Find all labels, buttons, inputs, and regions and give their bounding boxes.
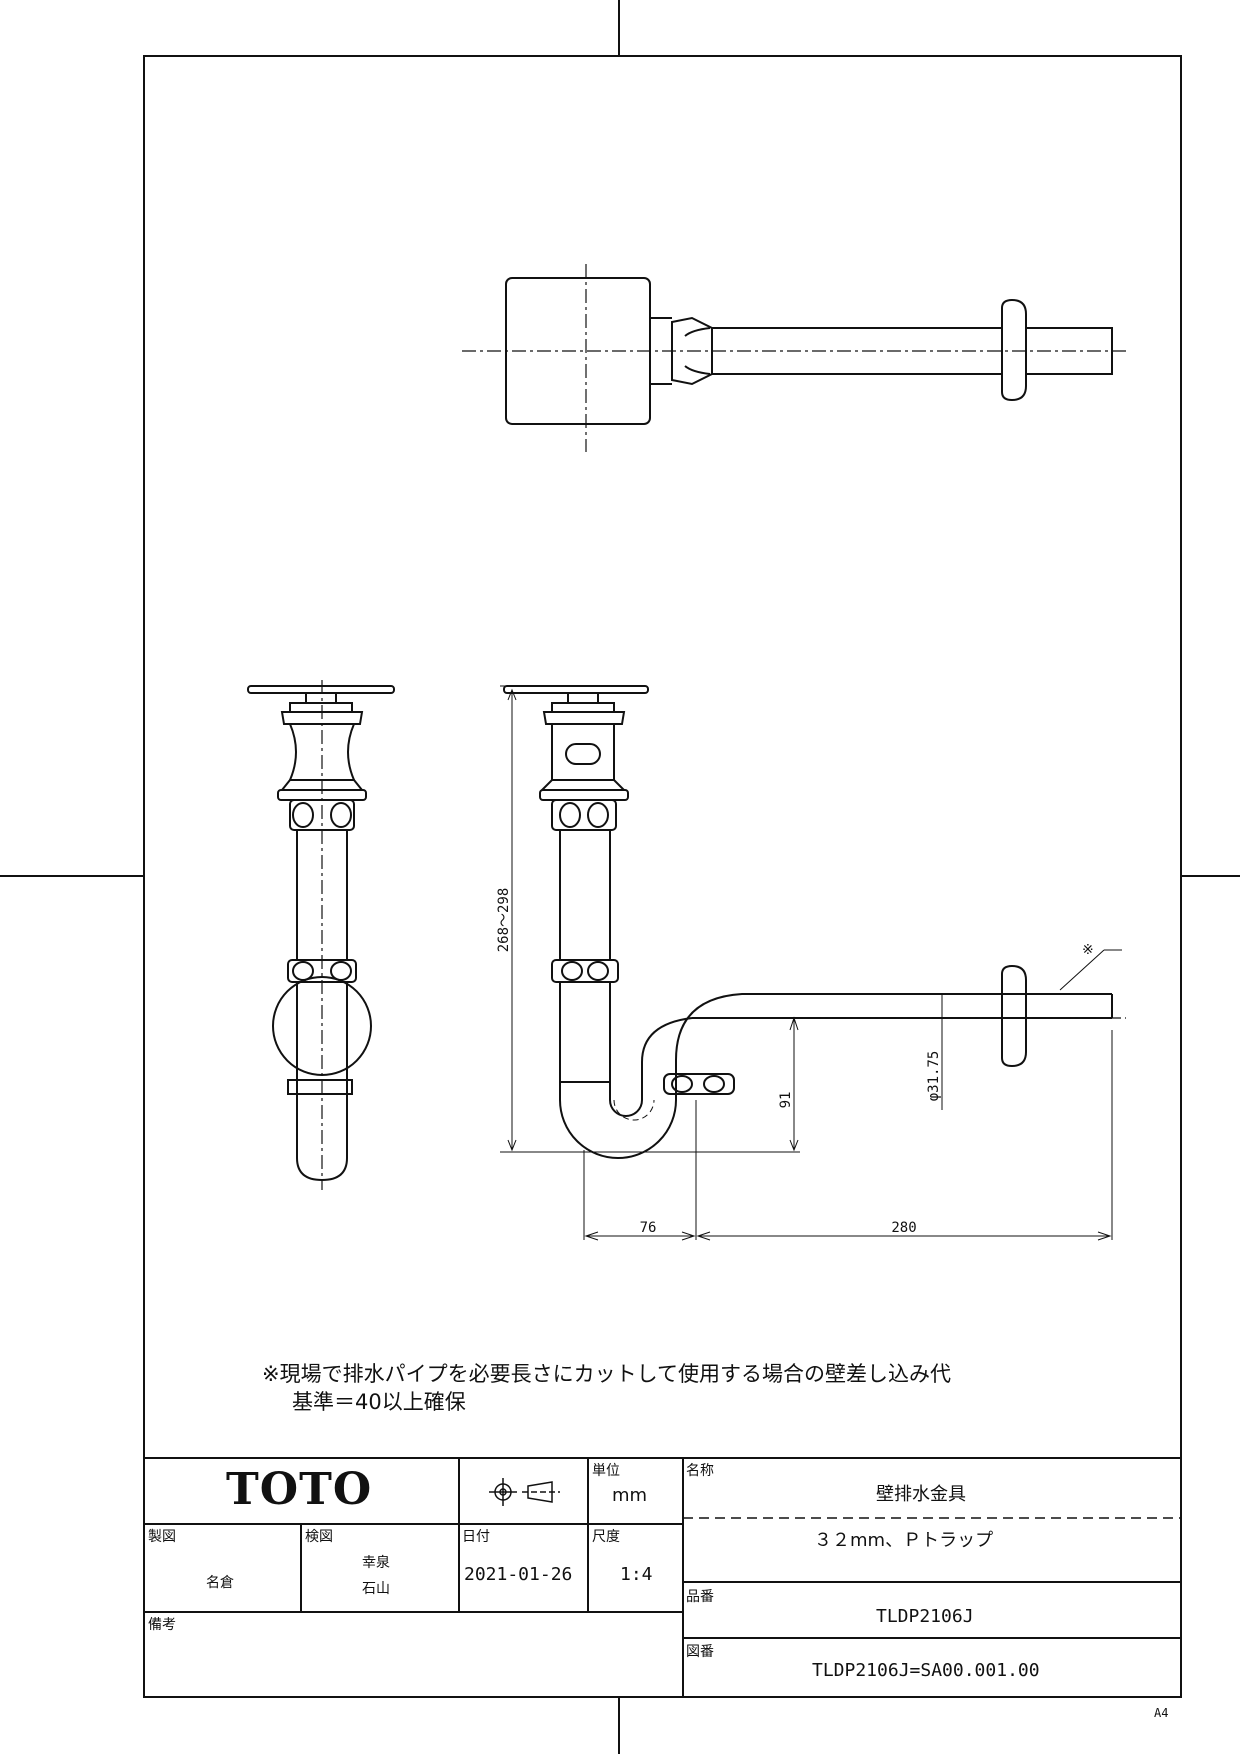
dim-length-280: 280: [891, 1220, 916, 1236]
drawing-frame: [143, 55, 1182, 1698]
part-no-label: 品番: [686, 1589, 714, 1605]
dim-drop: 91: [778, 1092, 794, 1109]
drawn-value: 名倉: [206, 1575, 234, 1591]
dim-pipe-diameter: φ31.75: [926, 1051, 942, 1102]
drawing-no-label: 図番: [686, 1644, 714, 1660]
checked-label: 検図: [305, 1529, 333, 1545]
name-label: 名称: [686, 1463, 714, 1479]
side-view: [247, 680, 395, 1190]
note-line-2: 基準＝40以上確保: [292, 1390, 466, 1414]
title-block-frame: [144, 1457, 1181, 1697]
unit-label: 単位: [592, 1463, 620, 1479]
date-label: 日付: [462, 1529, 490, 1545]
dim-height-range: 268～298: [496, 888, 512, 953]
projection-symbol-icon: [489, 1478, 560, 1506]
dim-offset-76: 76: [640, 1220, 657, 1236]
paper-size: A4: [1154, 1706, 1169, 1720]
dim-mark: ※: [1082, 942, 1094, 958]
part-no-value: TLDP2106J: [876, 1606, 974, 1627]
unit-value: mm: [612, 1485, 648, 1506]
remarks-label: 備考: [148, 1617, 176, 1633]
scale-value: 1:4: [620, 1564, 653, 1585]
drawn-label: 製図: [148, 1529, 176, 1545]
checked-value-1: 幸泉: [362, 1555, 390, 1571]
front-view: [503, 685, 1126, 1159]
name-value: 壁排水金具: [876, 1484, 966, 1505]
date-value: 2021-01-26: [464, 1564, 573, 1585]
checked-value-2: 石山: [362, 1581, 390, 1597]
dimension-lines: [500, 685, 1122, 1241]
toto-logo: TOTO: [226, 1464, 373, 1515]
name-sub: ３２mm、Ｐトラップ: [814, 1530, 994, 1551]
drawing-no-value: TLDP2106J=SA00.001.00: [812, 1660, 1040, 1681]
top-view: [462, 264, 1126, 452]
note-line-1: ※現場で排水パイプを必要長さにカットして使用する場合の壁差し込み代: [262, 1362, 951, 1386]
scale-label: 尺度: [592, 1529, 620, 1545]
